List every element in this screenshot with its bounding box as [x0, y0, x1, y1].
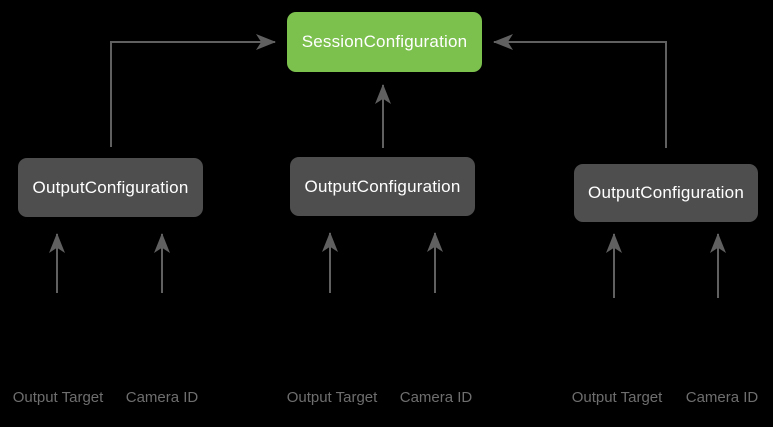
input-label-output-target-1: Output Target [12, 389, 104, 406]
output-configuration-box-2: OutputConfiguration [290, 157, 475, 216]
output-configuration-box-1: OutputConfiguration [18, 158, 203, 217]
input-label-camera-id-2: Camera ID [399, 389, 473, 406]
session-configuration-label: SessionConfiguration [301, 32, 468, 51]
output-configuration-label-1: OutputConfiguration [32, 177, 189, 197]
input-label-output-target-2: Output Target [286, 389, 378, 406]
session-configuration-box: SessionConfiguration [287, 12, 482, 72]
output-configuration-box-3: OutputConfiguration [574, 164, 758, 222]
input-label-output-target-3: Output Target [571, 389, 663, 406]
connector-output3-to-session-arrow [493, 34, 667, 148]
output-configuration-label-3: OutputConfiguration [588, 183, 744, 202]
input-label-camera-id-3: Camera ID [685, 389, 759, 406]
input-label-camera-id-1: Camera ID [125, 389, 199, 406]
output-configuration-label-2: OutputConfiguration [304, 176, 461, 196]
connector-output1-to-session-arrow [110, 34, 276, 147]
